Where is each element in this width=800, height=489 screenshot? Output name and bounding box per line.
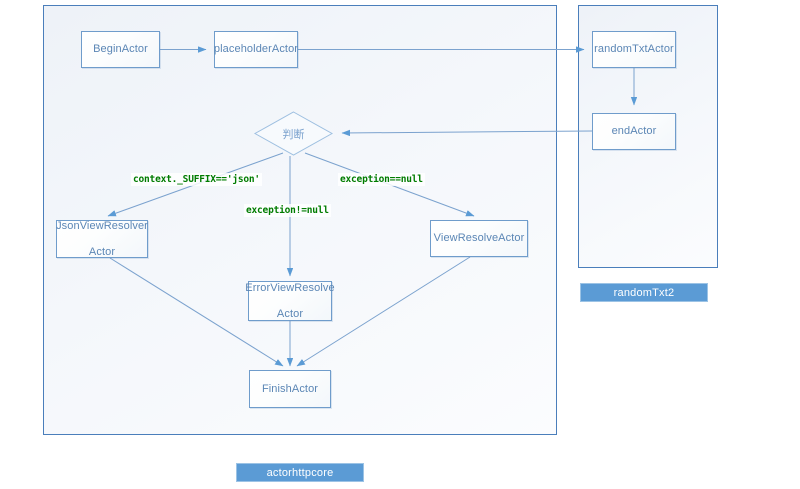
node-randomtxtactor[interactable]: randomTxtActor [592,31,676,68]
edge-label-exception-not-null: exception!=null [244,204,331,217]
node-beginactor-label: BeginActor [93,43,148,55]
node-finishactor[interactable]: FinishActor [249,370,331,408]
node-decision-判断[interactable]: 判断 [253,111,334,156]
node-endactor[interactable]: endActor [592,113,676,150]
node-finishactor-label: FinishActor [261,382,319,395]
node-endactor-label: endActor [611,125,657,137]
node-viewresolveactor[interactable]: ViewResolveActor [430,220,528,257]
node-placeholderactor[interactable]: placeholderActor [214,31,298,68]
pool-tag-actorhttpcore[interactable]: actorhttpcore [236,463,364,482]
node-randomtxtactor-label: randomTxtActor [594,43,674,55]
node-decision-label: 判断 [282,128,305,141]
node-placeholderactor-label: placeholderActor [213,43,299,55]
edge-label-exception-null: exception==null [338,173,425,186]
node-beginactor[interactable]: BeginActor [81,31,160,68]
edge-label-json-suffix: context._SUFFIX=='json' [131,173,262,186]
diamond-shape [253,111,334,156]
node-viewresolveactor-label: ViewResolveActor [433,232,525,244]
pool-tag-randomtxt2[interactable]: randomTxt2 [580,283,708,302]
